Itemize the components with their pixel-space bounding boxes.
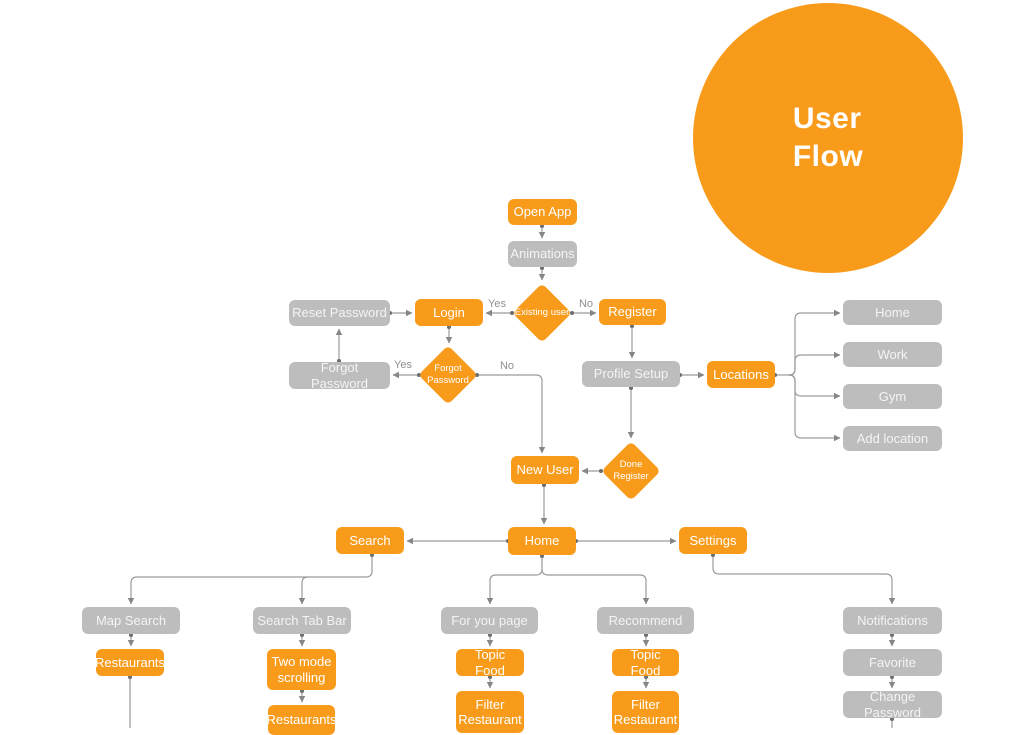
node-two-mode-scrolling: Two mode scrolling [267, 649, 336, 690]
node-label: Done Register [613, 459, 649, 482]
connector-search-searchtabbar [298, 576, 309, 605]
node-add-location: Add location [843, 426, 942, 451]
node-search: Search [336, 527, 404, 554]
edge-label-existing-yes: Yes [488, 298, 506, 310]
node-restaurants-tab: Restaurants [266, 705, 337, 735]
edge-label-forgot-no: No [499, 360, 515, 372]
connector-search-mapsearch [127, 552, 375, 605]
node-forgot-password-page: Forgot Password [289, 360, 390, 391]
node-for-you-page: For you page [441, 607, 538, 634]
node-filter-restaurant-fyp: Filter Restaurant [456, 691, 524, 733]
node-favorite: Favorite [843, 649, 942, 676]
title-line-2: Flow [792, 140, 864, 173]
node-register: Register [599, 299, 666, 325]
node-reset-password: Reset Password [289, 300, 390, 326]
connector-forgotdecision-newuser [474, 372, 546, 454]
node-notifications: Notifications [843, 607, 942, 634]
node-location-gym: Gym [843, 384, 942, 409]
node-locations: Locations [707, 361, 775, 388]
node-label: Existing user [514, 307, 570, 319]
node-change-password: Change Password [843, 689, 942, 720]
node-home: Home [508, 527, 576, 555]
title-circle: User Flow [693, 3, 963, 273]
node-recommend: Recommend [597, 607, 694, 634]
node-login: Login [415, 299, 483, 326]
connector-locations-home [788, 309, 841, 376]
node-location-home: Home [843, 300, 942, 325]
node-new-user: New User [511, 456, 579, 484]
node-open-app: Open App [508, 199, 577, 225]
node-existing-user-decision: Existing user [512, 283, 572, 343]
edge-label-forgot-yes: Yes [394, 359, 412, 371]
node-map-search: Map Search [82, 607, 180, 634]
connector-home-foryoupage [486, 553, 545, 605]
title-line-1: User [792, 102, 862, 135]
node-forgot-password-decision: Forgot Password [418, 345, 478, 405]
connector-locations-gym [788, 374, 841, 400]
node-settings: Settings [679, 527, 747, 554]
node-topic-food-rec: Topic Food [612, 647, 679, 678]
node-done-register-decision: Done Register [601, 441, 661, 501]
connector-locations-work [788, 351, 841, 376]
diagram-title: User Flow [793, 100, 863, 176]
node-animations: Animations [508, 241, 577, 267]
node-search-tab-bar: Search Tab Bar [253, 607, 351, 634]
node-restaurants-map: Restaurants [95, 649, 165, 676]
node-location-work: Work [843, 342, 942, 367]
node-filter-restaurant-rec: Filter Restaurant [612, 691, 679, 733]
connector-locations-addlocation [788, 374, 841, 442]
connector-settings-notifications [710, 552, 896, 605]
connector-home-recommend [541, 568, 650, 605]
node-profile-setup: Profile Setup [582, 361, 680, 387]
node-label: Forgot Password [427, 363, 469, 386]
edge-label-existing-no: No [578, 298, 594, 310]
node-topic-food-fyp: Topic Food [456, 647, 524, 678]
